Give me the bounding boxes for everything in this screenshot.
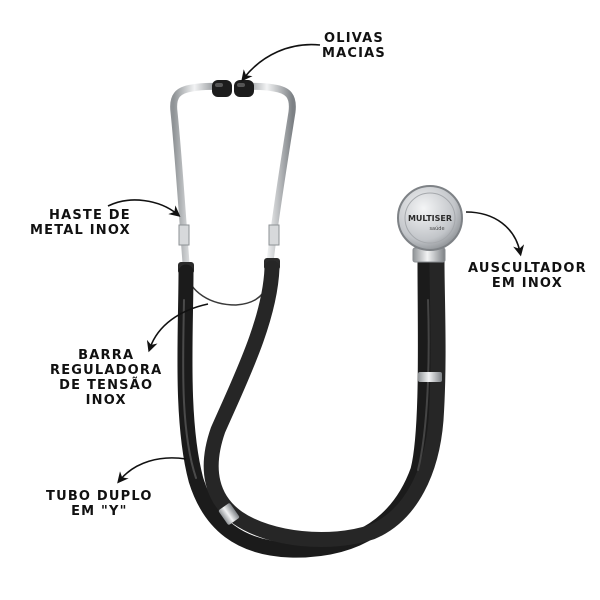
label-auscultador-em-inox: AUSCULTADOR EM INOX	[468, 261, 587, 291]
label-line: INOX	[85, 393, 127, 408]
tubo-arrow	[117, 457, 187, 484]
label-line: HASTE DE	[49, 208, 131, 223]
label-olivas-macias: OLIVAS MACIAS	[322, 31, 386, 61]
tension-bar-wire	[185, 271, 269, 306]
label-line: EM "Y"	[71, 504, 128, 519]
label-line: AUSCULTADOR	[468, 261, 587, 276]
tube-rings	[218, 372, 442, 525]
barra-arrow	[146, 303, 209, 353]
label-line: METAL INOX	[30, 223, 131, 238]
label-line: EM INOX	[491, 276, 563, 291]
label-haste-de-metal-inox: HASTE DE METAL INOX	[30, 208, 131, 238]
label-line: BARRA	[78, 348, 135, 363]
label-line: REGULADORA	[50, 363, 163, 378]
chestpiece	[397, 185, 463, 251]
double-tube	[177, 254, 446, 558]
chestpiece-logo-subtext: saúde	[429, 225, 444, 232]
label-line: TUBO DUPLO	[46, 489, 153, 504]
label-line: OLIVAS	[324, 31, 384, 46]
olivas-arrow	[241, 43, 321, 82]
binaural-metal-tubes	[170, 82, 296, 267]
label-line: MACIAS	[322, 46, 386, 61]
haste-arrow	[107, 199, 181, 217]
ear-tips	[212, 80, 254, 97]
label-line: DE TENSÃO	[59, 378, 154, 393]
label-barra-reguladora: BARRA REGULADORA DE TENSÃO INOX	[50, 348, 162, 408]
chestpiece-logo-text: MULTISER	[408, 214, 452, 223]
auscultador-arrow	[465, 211, 525, 257]
label-tubo-duplo: TUBO DUPLO EM "Y"	[46, 489, 153, 519]
callout-arrows	[107, 43, 525, 484]
